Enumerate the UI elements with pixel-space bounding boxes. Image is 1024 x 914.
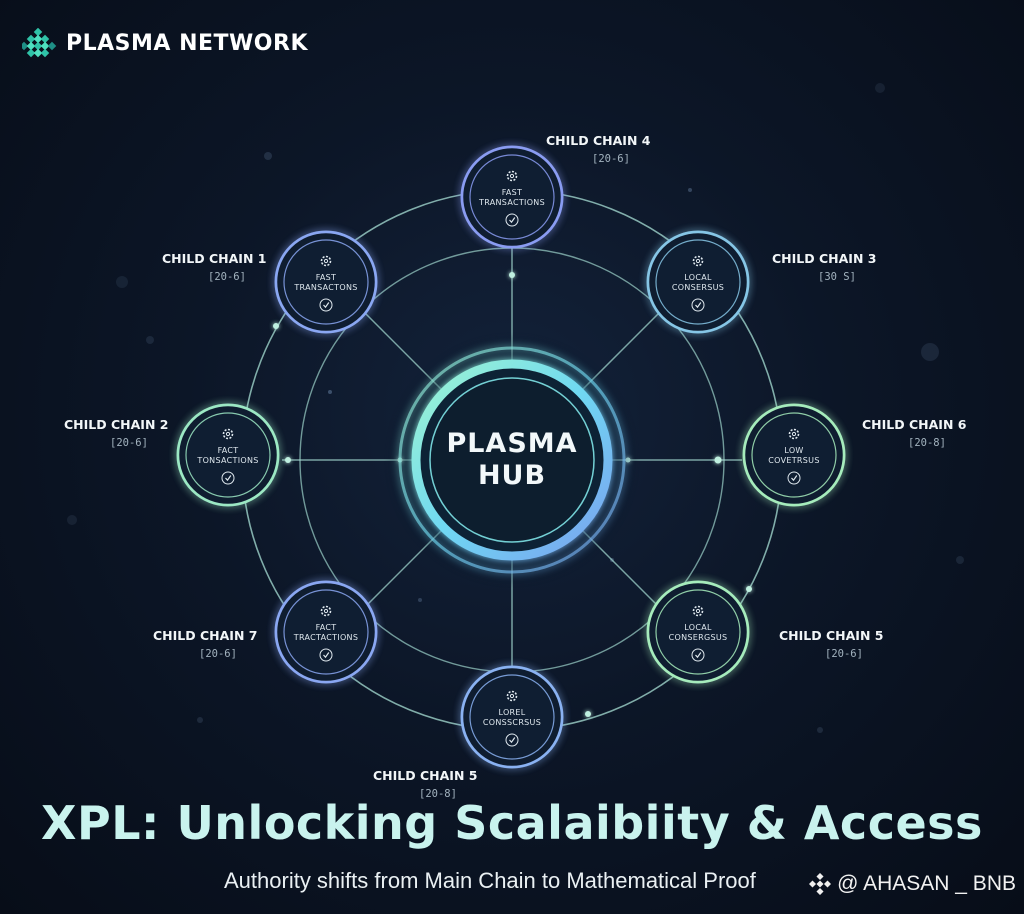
- child-chain-meta: [20-8]: [908, 437, 946, 449]
- child-chain-node-cc1: [274, 230, 378, 334]
- check-icon: [319, 648, 333, 662]
- hub-label-line2: HUB: [477, 460, 547, 491]
- gear-icon: [222, 428, 234, 440]
- gear-icon: [692, 605, 704, 617]
- child-chain-label: CHILD CHAIN 7: [153, 628, 258, 643]
- child-chain-feature-line1: LOCAL: [684, 273, 712, 282]
- check-icon: [505, 213, 519, 227]
- child-chain-meta: [20-8]: [419, 788, 457, 800]
- child-chain-feature-line1: FACT: [315, 623, 337, 632]
- subline: Authority shifts from Main Chain to Math…: [224, 868, 756, 893]
- child-chain-node-cc7: [274, 580, 378, 684]
- child-chain-feature-line2: TRANSACTIONS: [479, 198, 545, 207]
- child-chain-label: CHILD CHAIN 5: [373, 768, 478, 783]
- plasma-hub: [384, 332, 640, 588]
- gear-icon: [320, 605, 332, 617]
- check-icon: [691, 298, 705, 312]
- child-chain-feature-line1: LOREL: [498, 708, 526, 717]
- child-chain-feature-line2: COVETRSUS: [768, 456, 820, 465]
- binance-logo-icon: [809, 873, 832, 895]
- child-chain-feature-line2: CONSERSUS: [671, 283, 725, 292]
- diamond-grid-logo-icon: [22, 28, 57, 58]
- child-chain-meta: [20-6]: [110, 437, 148, 449]
- child-chain-label: CHILD CHAIN 6: [862, 417, 967, 432]
- child-chain-node-cc6: [742, 403, 846, 507]
- child-chain-node-cc5b: [460, 665, 564, 769]
- child-chain-node-cc4: [460, 145, 564, 249]
- brand-name: PLASMA NETWORK: [66, 30, 308, 56]
- headline: XPL: Unlocking Scalaibiity & Access: [41, 796, 983, 850]
- check-icon: [505, 733, 519, 747]
- child-chain-nodes: [176, 145, 846, 769]
- gear-icon: [506, 690, 518, 702]
- check-icon: [787, 471, 801, 485]
- brand-header: PLASMA NETWORK: [22, 28, 308, 58]
- background-stars: [67, 83, 964, 733]
- hub-label: PLASMA HUB: [412, 428, 612, 492]
- child-chain-label: CHILD CHAIN 3: [772, 251, 877, 266]
- gear-icon: [692, 255, 704, 267]
- hub-label-line1: PLASMA: [446, 428, 578, 459]
- watermark-text: @ AHASAN _ BNB: [837, 872, 1016, 895]
- gear-icon: [788, 428, 800, 440]
- child-chain-feature-line2: TRACTACTIONS: [293, 633, 359, 642]
- child-chain-feature-line1: FACT: [217, 446, 239, 455]
- child-chain-meta: [20-6]: [592, 153, 630, 165]
- child-chain-node-cc5a: [646, 580, 750, 684]
- child-chain-meta: [20-6]: [208, 271, 246, 283]
- check-icon: [221, 471, 235, 485]
- gear-icon: [506, 170, 518, 182]
- child-chain-feature-line1: FAST: [501, 188, 523, 197]
- child-chain-meta: [30 S]: [818, 271, 856, 283]
- child-chain-feature-line1: LOW: [784, 446, 804, 455]
- child-chain-label: CHILD CHAIN 4: [546, 133, 651, 148]
- child-chain-feature-line1: FAST: [315, 273, 337, 282]
- child-chain-feature-line2: TONSACTIONS: [197, 456, 259, 465]
- child-chain-feature-line2: CONSSCRSUS: [482, 718, 542, 727]
- child-chain-node-cc3: [646, 230, 750, 334]
- child-chain-feature-line2: CONSERGSUS: [668, 633, 728, 642]
- child-chain-label: CHILD CHAIN 5: [779, 628, 884, 643]
- child-chain-meta: [20-6]: [825, 648, 863, 660]
- watermark: @ AHASAN _ BNB: [809, 872, 1016, 896]
- check-icon: [691, 648, 705, 662]
- child-chain-feature-line2: TRANSACTONS: [294, 283, 358, 292]
- child-chain-node-cc2: [176, 403, 280, 507]
- child-chain-feature-line1: LOCAL: [684, 623, 712, 632]
- check-icon: [319, 298, 333, 312]
- child-chain-label: CHILD CHAIN 1: [162, 251, 267, 266]
- gear-icon: [320, 255, 332, 267]
- child-chain-label: CHILD CHAIN 2: [64, 417, 169, 432]
- child-chain-meta: [20-6]: [199, 648, 237, 660]
